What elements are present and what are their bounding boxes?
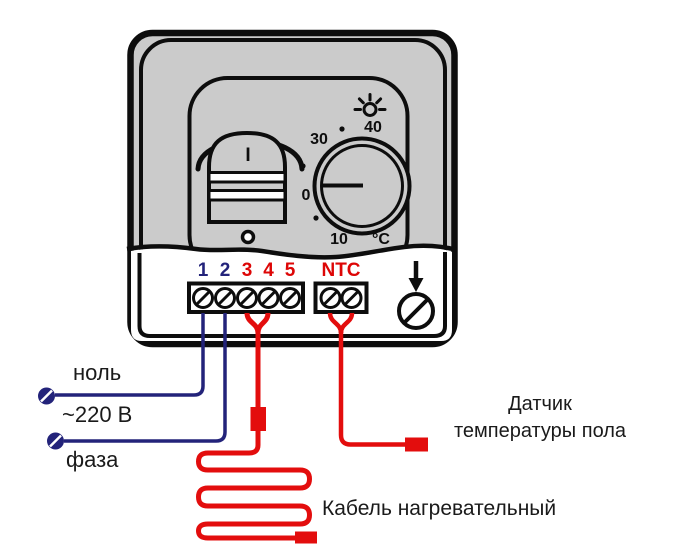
neutral-label: ноль [73, 360, 122, 385]
fixing-screw [397, 261, 435, 330]
heating-cable-label: Кабель нагревательный [322, 497, 557, 520]
floor-sensor-wire [327, 312, 406, 447]
phase-label: фаза [66, 447, 119, 472]
floor-sensor-label-line1: Датчик [508, 393, 572, 415]
terminal-label-5: 5 [284, 260, 296, 281]
dial-mark-0: 0 [301, 187, 311, 204]
dial-mark-10: 10 [330, 231, 348, 248]
switch-on-mark: I [245, 145, 251, 166]
cable-end-cap [295, 531, 317, 544]
light-indicator-icon [353, 93, 387, 117]
phase-wire [64, 313, 227, 443]
screw-icon [397, 292, 435, 330]
dial-unit-celsius: °C [372, 231, 390, 248]
screw-icon [319, 287, 363, 309]
arrow-down-icon [408, 261, 424, 292]
dial-mark-30: 30 [310, 131, 328, 148]
terminal-label-4: 4 [263, 260, 274, 281]
terminal-label-ntc: NTC [321, 260, 361, 281]
dial-mark-40: 40 [364, 119, 382, 136]
heating-cable [195, 312, 313, 541]
terminal-block-main [187, 281, 305, 314]
terminal-label-2: 2 [219, 260, 231, 281]
power-switch [195, 130, 305, 224]
indicator-led [240, 229, 256, 245]
floor-sensor-label-line2: температуры пола [453, 420, 627, 442]
neutral-wire [55, 313, 205, 397]
tear-line [126, 243, 458, 260]
floor-sensor-tip [405, 437, 428, 452]
terminal-label-1: 1 [197, 260, 209, 281]
mains-wires [55, 313, 227, 443]
floor-sensor-label: Датчик температуры пола [445, 391, 635, 445]
screw-icon [192, 287, 301, 309]
supply-voltage-label: ~220 В [62, 402, 133, 427]
mains-screw-icons [38, 387, 64, 450]
heating-cable-serpentine [195, 331, 313, 541]
terminal-block-ntc [313, 281, 369, 314]
terminal-label-3: 3 [241, 260, 253, 281]
cable-coupling [250, 407, 266, 431]
temperature-dial [300, 126, 412, 236]
